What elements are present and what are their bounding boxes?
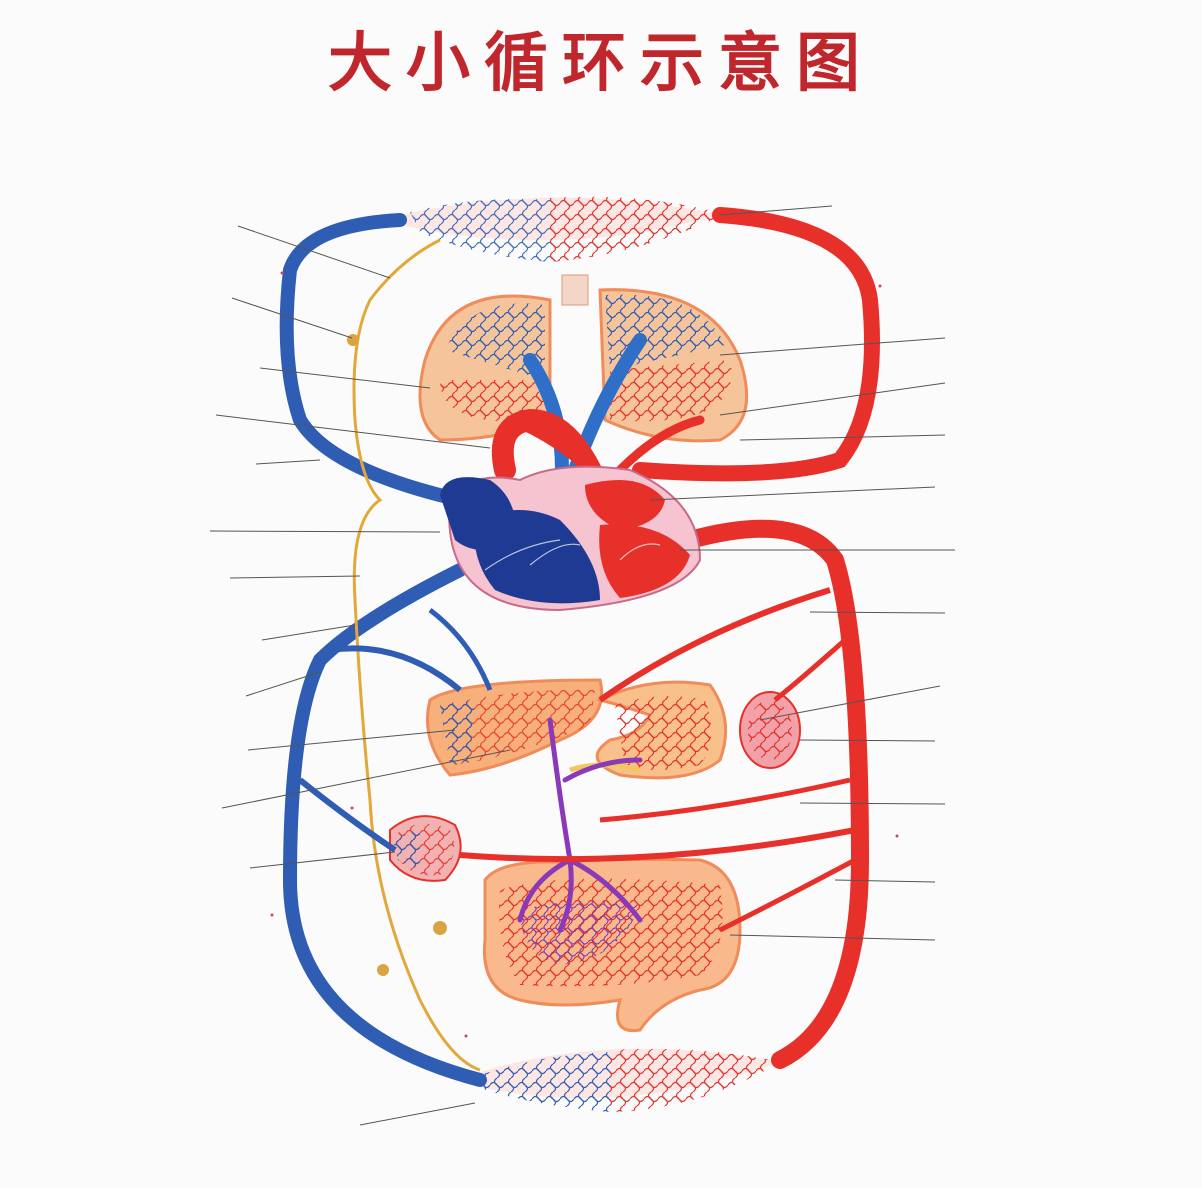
left-lung: [418, 294, 552, 442]
page-title: 大小循环示意图: [328, 27, 874, 101]
upper-limb-vein: [428, 608, 493, 691]
mesenteric-artery: [599, 777, 851, 823]
lymph-node: [433, 921, 447, 935]
heart: [440, 465, 702, 612]
upper-body-capillary-bed: [400, 196, 725, 262]
trachea: [561, 274, 589, 306]
hepatic-portal-vein: [517, 717, 643, 933]
decor-dots: [270, 271, 899, 1038]
descending-aorta: [681, 519, 870, 1069]
right-ventricle: [474, 510, 600, 604]
spleen: [739, 691, 801, 769]
thoracic-duct: [352, 238, 481, 1072]
lower-body-capillary-bed: [470, 1048, 780, 1112]
celiac-artery: [598, 587, 831, 703]
left-atrium: [585, 480, 665, 530]
intestines: [482, 857, 742, 1033]
renal-vein: [298, 777, 397, 853]
leader-lines-left: [209, 225, 511, 1126]
renal-artery: [459, 827, 856, 863]
splenic-artery: [773, 638, 847, 702]
inferior-vena-cava: [282, 563, 487, 1087]
stomach: [569, 680, 728, 780]
leader-lines-right: [649, 205, 955, 941]
left-ventricle: [599, 524, 690, 598]
lymph-node: [377, 964, 389, 976]
superior-vena-cava: [279, 213, 467, 507]
liver: [426, 678, 604, 777]
inferior-mesenteric-artery: [718, 857, 857, 933]
kidney: [389, 815, 462, 882]
hepatic-vein: [329, 645, 462, 693]
lymph-node: [347, 334, 359, 346]
aorta-upper-branch: [632, 207, 880, 482]
